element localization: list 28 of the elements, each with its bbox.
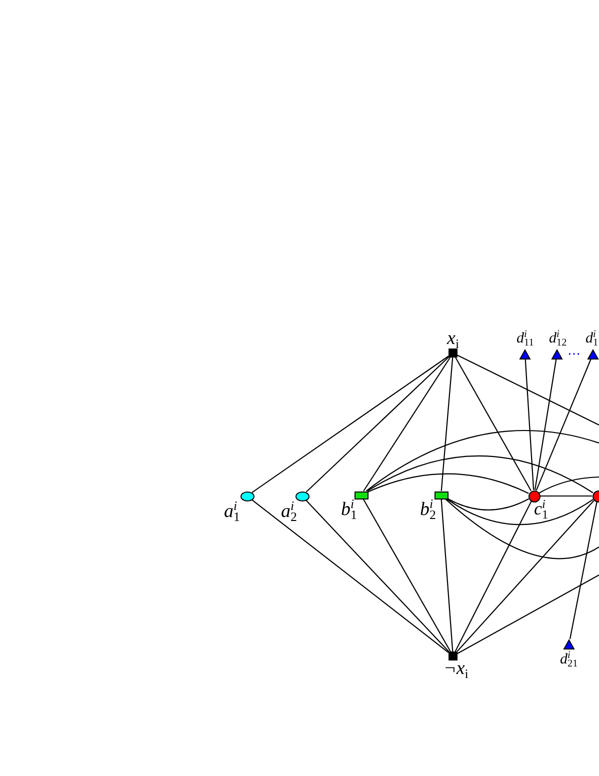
edge-line (457, 354, 599, 426)
edge-line (252, 356, 449, 493)
edge-line (534, 358, 557, 490)
edge-line (306, 356, 449, 492)
curved-edge (367, 455, 594, 494)
curved-edge (448, 498, 529, 510)
edge-line (455, 357, 532, 492)
edge-line (540, 495, 592, 497)
curved-edge (368, 473, 529, 494)
edge-line (454, 501, 532, 652)
edge-line (440, 357, 454, 492)
edge-line (363, 357, 451, 492)
curved-edge (446, 498, 594, 526)
curved-edge (538, 476, 599, 494)
edge-line (456, 500, 594, 652)
vertex-label: ¬x$_{i}$ (444, 658, 468, 680)
edge-line (569, 502, 598, 640)
edge-line (536, 358, 592, 491)
edge-line (306, 500, 450, 652)
ellipsis-text: ⋯ (568, 348, 580, 360)
edge-line (251, 499, 449, 653)
curved-edge (366, 430, 599, 492)
vertex-label: x$_{i}$ (447, 328, 460, 350)
curved-edge (445, 498, 599, 560)
edge-line (457, 574, 599, 654)
edge-line (524, 358, 534, 490)
edge-line (440, 498, 454, 652)
edge-line (362, 498, 451, 652)
